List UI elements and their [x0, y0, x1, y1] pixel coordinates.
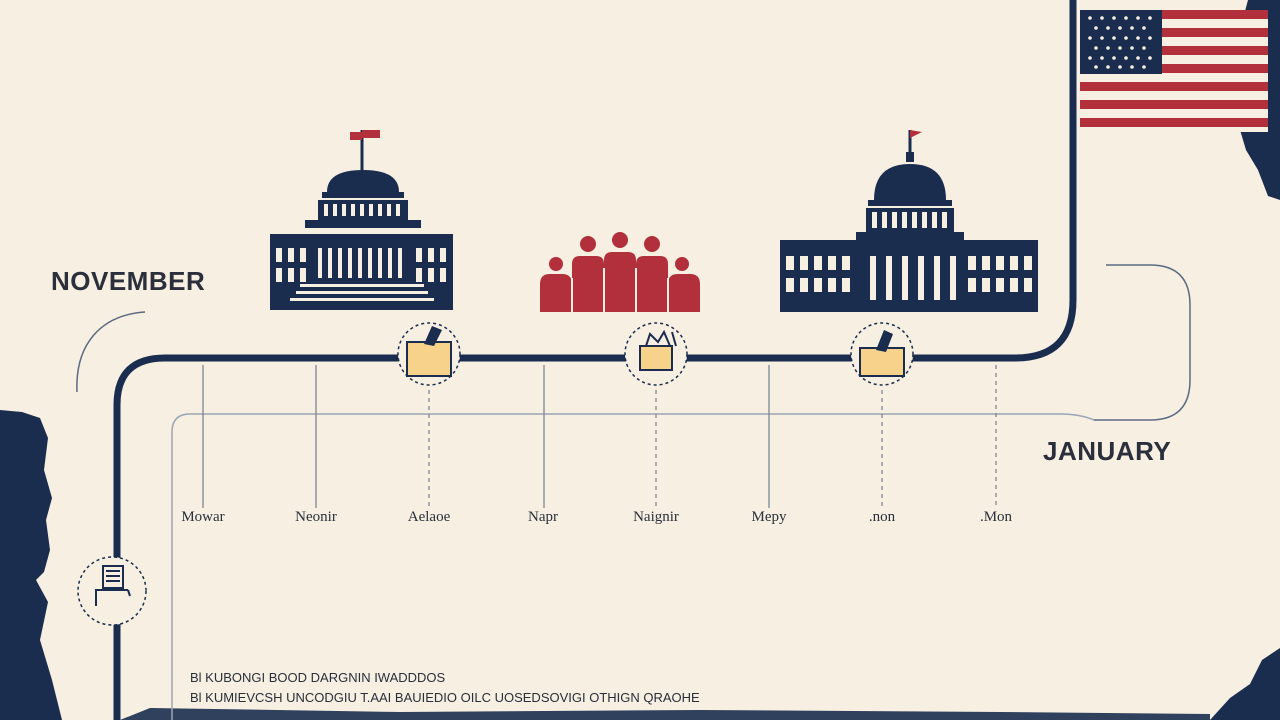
- tick-label: Mowar: [181, 509, 225, 525]
- podium-marker: [77, 556, 147, 626]
- left-map-shape: [0, 410, 62, 720]
- footnote-line: Bl KUMIEVCSH UNCODGIU T.AAI BAUIEDIO OIL…: [190, 690, 700, 705]
- ballot-box-marker-2: [850, 322, 914, 386]
- bottom-right-map-shape: [1210, 648, 1280, 720]
- main-timeline: [113, 0, 1077, 720]
- tick-label: Neonir: [295, 509, 337, 525]
- podium-icon: [95, 565, 131, 606]
- thin-baseline: [171, 413, 1095, 720]
- crowd-icon: [540, 232, 700, 312]
- tick-label: Mepy: [751, 509, 787, 525]
- left-connector-arc: [76, 311, 146, 393]
- ballot-box-icon: [406, 326, 452, 377]
- capitol-building-icon: [270, 130, 453, 310]
- tick-label: Aelaoe: [407, 509, 451, 525]
- ballot-box-marker-1: [397, 322, 461, 386]
- end-month-label: JANUARY: [1043, 436, 1172, 466]
- voter-booth-icon: [639, 329, 677, 371]
- start-month-label: NOVEMBER: [51, 266, 206, 296]
- footnote-line: Bl KUBONGI BOOD DARGNIN IWADDDOS: [190, 670, 446, 685]
- bottom-map-strip: [120, 708, 1210, 720]
- white-house-icon: [780, 130, 1038, 312]
- tick-lines: [202, 365, 997, 508]
- ballot-box-icon: [859, 330, 905, 377]
- tick-label: Naignir: [633, 509, 679, 525]
- tick-label: .non: [868, 509, 896, 525]
- tick-label: .Mon: [979, 509, 1013, 525]
- voter-booth-marker: [624, 322, 688, 386]
- tick-label: Napr: [528, 509, 558, 525]
- us-flag-icon: [1070, 0, 1268, 150]
- right-connector: [1094, 264, 1191, 421]
